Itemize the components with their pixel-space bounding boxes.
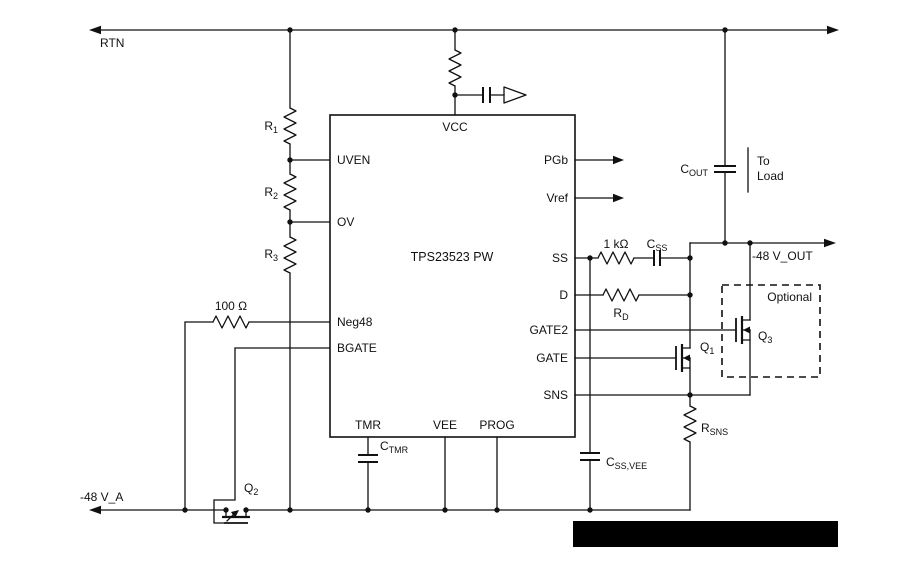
pin-label-neg48: Neg48: [337, 315, 373, 329]
input-left-arrow-icon: [89, 505, 101, 515]
neg48-branch-wires: [184, 321, 331, 511]
pin-label-gate: GATE: [536, 351, 568, 365]
junction-dot: [587, 255, 593, 261]
junction-dot: [442, 507, 448, 513]
junction-dot: [494, 507, 500, 513]
vcc-branch-wires: [454, 29, 505, 116]
pin-label-tmr: TMR: [355, 418, 381, 432]
r2-label: R2: [264, 185, 278, 201]
junction-dot: [587, 507, 593, 513]
ctmr-label: CTMR: [380, 439, 409, 455]
vcc-triangle-icon: [503, 86, 527, 104]
junction-dot: [687, 392, 693, 398]
r3-resistor: [283, 236, 297, 274]
rtn-label: RTN: [100, 36, 124, 50]
pgb-arrow-icon: [613, 155, 624, 165]
pin-label-ov: OV: [337, 215, 354, 229]
cssvee-label: CSS,VEE: [606, 455, 647, 471]
junction-dot: [452, 27, 458, 33]
to-load-label-line2: Load: [757, 169, 784, 183]
junction-dot: [287, 157, 293, 163]
pin-label-vcc: VCC: [442, 120, 468, 134]
junction-dot: [722, 240, 728, 246]
r100-label: 100 Ω: [215, 299, 247, 313]
pin-label-vee: VEE: [433, 418, 457, 432]
rtn-left-arrow-icon: [89, 25, 101, 35]
pin-label-pgb: PGb: [544, 153, 568, 167]
junction-dot: [452, 92, 458, 98]
pin-label-prog: PROG: [479, 418, 514, 432]
pin-label-ss: SS: [552, 251, 568, 265]
vout-arrow-icon: [824, 238, 836, 248]
pin-label-uven: UVEN: [337, 153, 370, 167]
q3-label: Q3: [758, 329, 772, 345]
to-load-label-line1: To: [757, 154, 770, 168]
junction-dot: [287, 507, 293, 513]
rtn-right-arrow-icon: [827, 25, 839, 35]
q1-body-arrow-icon: [683, 354, 690, 362]
junction-dot: [722, 27, 728, 33]
junction-dot: [243, 507, 249, 513]
optional-dashed-box: [721, 284, 821, 378]
pin-label-vref: Vref: [546, 191, 568, 205]
r1-resistor: [283, 107, 297, 145]
ic-body: [329, 114, 576, 438]
q1-label: Q1: [700, 340, 714, 356]
rsns-label: RSNS: [701, 421, 728, 437]
q2-body-arrow-icon: [231, 510, 239, 518]
r3-label: R3: [264, 247, 278, 263]
r100-resistor: [212, 315, 250, 329]
bgate-route-wire: [213, 347, 331, 524]
css-capacitor: [653, 250, 661, 266]
q3-body-arrow-icon: [743, 326, 750, 334]
q2-label: Q2: [244, 481, 258, 497]
junction-dot: [687, 292, 693, 298]
vref-arrow-icon: [613, 193, 624, 203]
rd-label: RD: [613, 306, 629, 322]
junction-dots: [182, 27, 753, 513]
rd-resistor: [602, 288, 640, 302]
junction-dot: [182, 507, 188, 513]
rsns-resistor: [683, 405, 697, 443]
junction-dot: [365, 507, 371, 513]
cout-label: COUT: [680, 162, 708, 178]
cssvee-capacitor: [580, 452, 600, 461]
pin-label-sns: SNS: [543, 388, 568, 402]
redaction-bar: [573, 521, 838, 547]
r1k-resistor: [597, 251, 635, 265]
junction-dot: [287, 219, 293, 225]
neg48-in-label: -48 V_A: [80, 490, 123, 504]
vcc-pullup-resistor: [448, 49, 462, 87]
cout-capacitor: [714, 165, 736, 173]
junction-dot: [223, 507, 229, 513]
pin-label-d: D: [559, 288, 568, 302]
junction-dot: [687, 255, 693, 261]
junction-dot: [747, 240, 753, 246]
pin-label-gate2: GATE2: [530, 323, 569, 337]
optional-label: Optional: [767, 290, 812, 304]
ic-part-number: TPS23523 PW: [411, 250, 494, 264]
r1-label: R1: [264, 119, 278, 135]
neg48-out-label: -48 V_OUT: [752, 249, 813, 263]
pin-label-bgate: BGATE: [337, 341, 377, 355]
ctmr-capacitor: [358, 454, 378, 463]
r2-resistor: [283, 173, 297, 211]
vcc-capacitor: [482, 87, 491, 103]
junction-dot: [287, 27, 293, 33]
css-label: CSS: [647, 237, 668, 253]
r1k-label: 1 kΩ: [604, 237, 629, 251]
